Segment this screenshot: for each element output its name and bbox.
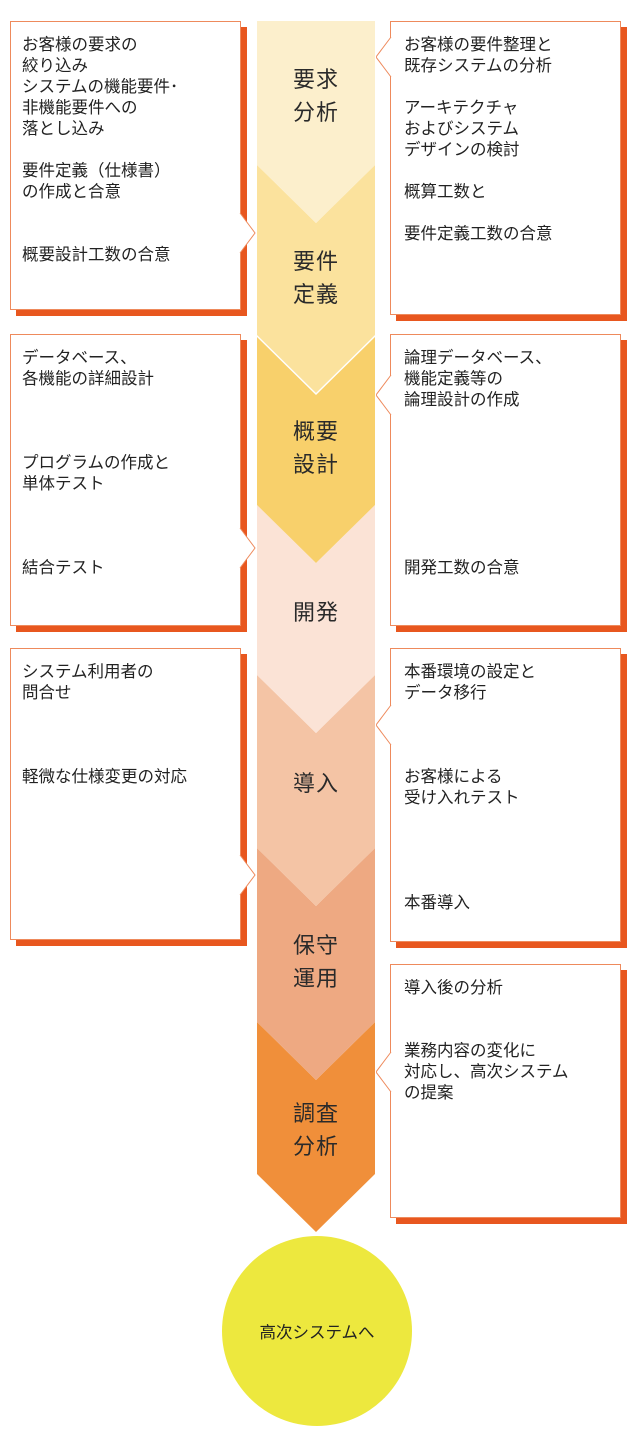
note-pointer (239, 527, 256, 569)
phase-label-requirements-analysis: 要求 分析 (257, 64, 375, 130)
phase-label-line: 定義 (292, 283, 339, 308)
phase-label-line: 概要 (292, 420, 339, 445)
phase-label-investigation: 調査 分析 (257, 1098, 375, 1164)
note-text-line: 既存システムの分析 (404, 56, 553, 75)
note-text-line: 概要設計工数の合意 (22, 245, 171, 264)
note-text-line: 開発工数の合意 (404, 558, 520, 577)
note-box (10, 648, 241, 940)
note-pointer (376, 374, 392, 416)
note-pointer (376, 36, 392, 78)
right-note: お客様の要件整理と既存システムの分析アーキテクチャおよびシステムデザインの検討概… (376, 21, 627, 321)
chevron-maintenance (257, 848, 375, 1080)
left-note: システム利用者の問合せ軽微な仕様変更の対応 (10, 648, 256, 946)
note-text-line: の作成と合意 (22, 182, 121, 201)
note-text-line: 本番導入 (404, 893, 470, 912)
phase-label-basic-design: 概要 設計 (257, 416, 375, 482)
note-text-line: 導入後の分析 (404, 978, 503, 997)
note-pointer (239, 212, 256, 254)
note-box (10, 21, 241, 310)
chevron-development (257, 505, 375, 733)
phase-label-maintenance: 保守 運用 (257, 930, 375, 996)
note-pointer (239, 854, 256, 896)
note-text-line: 各機能の詳細設計 (22, 369, 154, 388)
phase-label-line: 分析 (292, 101, 339, 126)
note-text-line: 要件定義工数の合意 (404, 224, 553, 243)
phase-label-development: 開発 (257, 597, 375, 630)
note-text-line: システム利用者の (22, 662, 154, 681)
note-box (390, 21, 621, 315)
note-pointer (376, 704, 392, 746)
chevron-basic-design (257, 337, 375, 563)
phase-label-line: 調査 (292, 1102, 339, 1127)
note-text-line: 絞り込み (22, 56, 88, 75)
note-text-line: 概算工数と (404, 182, 487, 201)
chevron-investigation (257, 1022, 375, 1232)
note-text-line: システムの機能要件･ (22, 77, 179, 96)
note-text-line: 要件定義（仕様書） (22, 161, 171, 180)
right-note: 導入後の分析業務内容の変化に対応し、高次システムの提案 (376, 964, 627, 1224)
note-text-line: 非機能要件への (22, 98, 138, 117)
note-box (390, 964, 621, 1218)
note-text-line: 機能定義等の (404, 369, 503, 388)
chevron-introduction (257, 675, 375, 906)
phase-label-line: 保守 (292, 934, 339, 959)
note-text-line: 問合せ (22, 683, 72, 702)
phase-label-line: 要件 (292, 250, 339, 275)
final-goal-circle: 高次システムへ (222, 1236, 412, 1426)
final-goal-label: 高次システムへ (259, 1323, 375, 1342)
note-text-line: データ移行 (404, 683, 487, 702)
right-note: 本番環境の設定とデータ移行お客様による受け入れテスト本番導入 (376, 648, 627, 948)
note-text-line: 対応し、高次システム (404, 1062, 569, 1081)
left-note: データベース、各機能の詳細設計プログラムの作成と単体テスト結合テスト (10, 334, 256, 632)
note-text-line: 論理データベース、 (404, 348, 552, 367)
note-text-line: お客様の要件整理と (404, 35, 553, 54)
phase-label-line: 導入 (292, 772, 339, 797)
note-text-line: デザインの検討 (404, 140, 520, 159)
note-box (390, 648, 621, 942)
note-text-line: 論理設計の作成 (404, 390, 520, 409)
phase-label-line: 開発 (292, 601, 339, 626)
note-text-line: データベース、 (22, 348, 137, 367)
note-text-line: お客様による (404, 767, 503, 786)
note-box (390, 334, 621, 626)
note-text-line: 本番環境の設定と (404, 662, 536, 681)
note-text-line: プログラムの作成と (22, 453, 171, 472)
phase-label-introduction: 導入 (257, 768, 375, 801)
note-text-line: およびシステム (404, 119, 520, 138)
phase-label-line: 設計 (292, 453, 339, 478)
chevron-requirements-definition (257, 165, 375, 393)
chevron-requirements-analysis (257, 21, 375, 223)
phase-label-line: 運用 (292, 967, 339, 992)
note-pointer (376, 1051, 392, 1093)
phase-label-line: 分析 (292, 1135, 339, 1160)
phase-label-line: 要求 (292, 68, 339, 93)
note-text-line: 軽微な仕様変更の対応 (22, 767, 187, 786)
note-text-line: 落とし込み (22, 119, 105, 138)
note-box (10, 334, 241, 626)
note-text-line: 結合テスト (22, 558, 105, 577)
left-note: お客様の要求の絞り込みシステムの機能要件･ 非機能要件への落とし込み要件定義（仕様… (10, 21, 256, 316)
note-text-line: 受け入れテスト (404, 788, 520, 807)
note-text-line: お客様の要求の (22, 35, 138, 54)
note-text-line: の提案 (404, 1083, 454, 1102)
phase-label-requirements-definition: 要件 定義 (257, 246, 375, 312)
right-note: 論理データベース、機能定義等の論理設計の作成開発工数の合意 (376, 334, 627, 632)
note-text-line: 業務内容の変化に (404, 1041, 536, 1060)
note-text-line: アーキテクチャ (404, 98, 519, 117)
note-text-line: 単体テスト (22, 474, 105, 493)
